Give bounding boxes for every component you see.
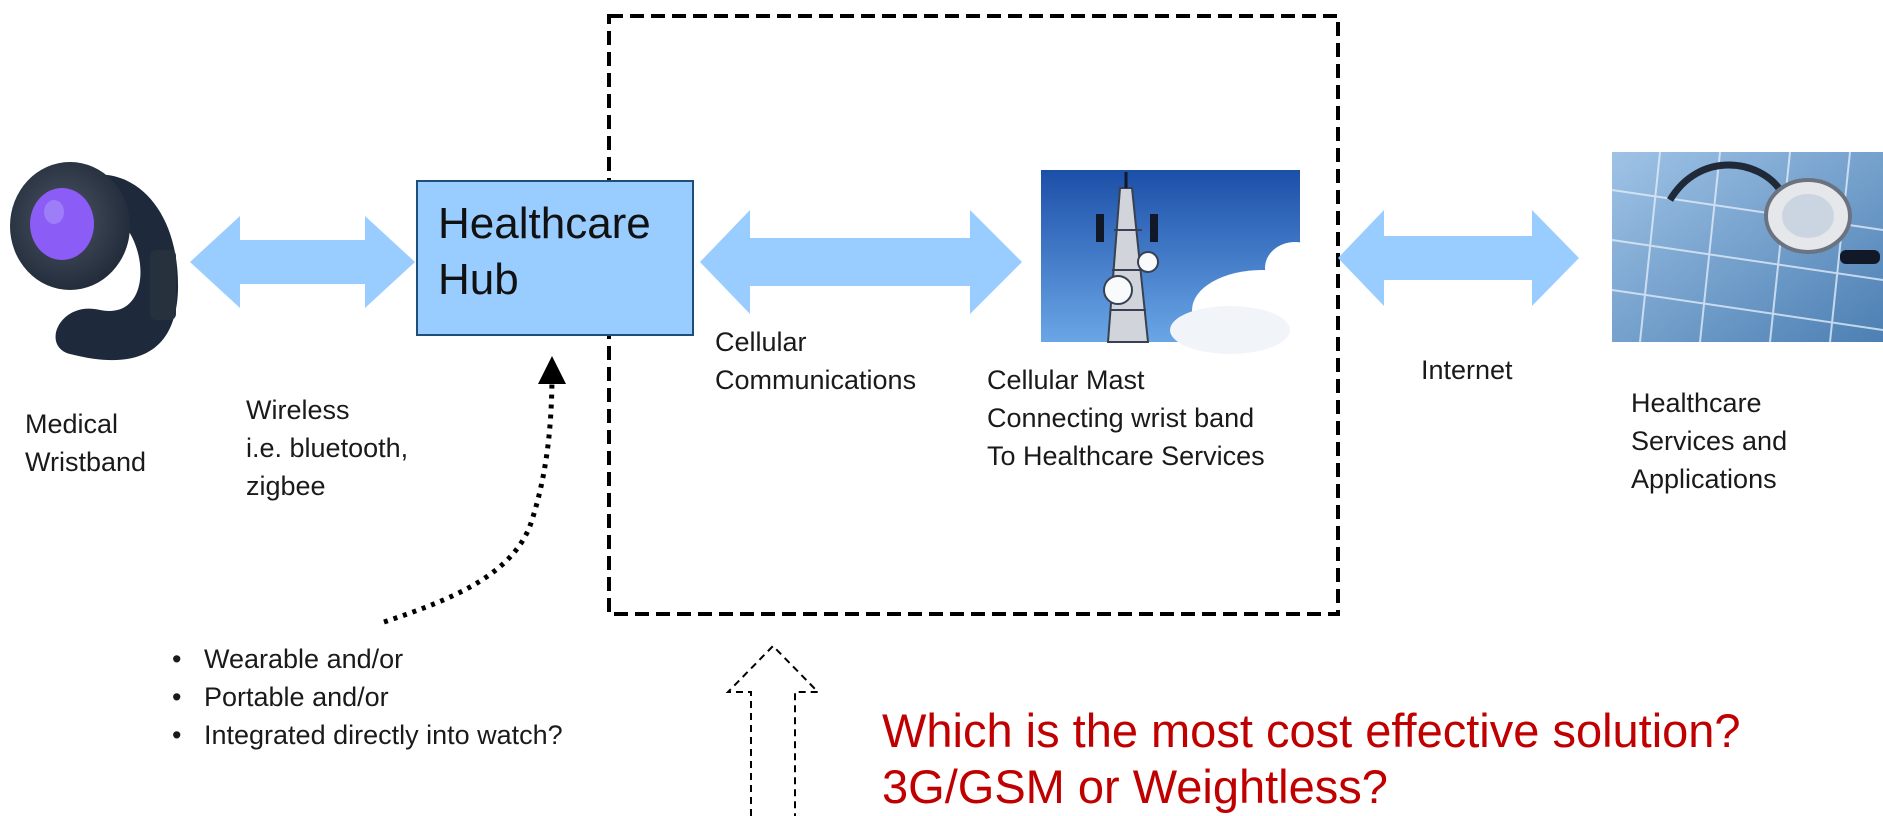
healthcare-hub-box: Healthcare Hub (416, 180, 694, 336)
list-item: • Portable and/or (166, 678, 563, 716)
list-item-text: Integrated directly into watch? (204, 720, 563, 750)
wireless-label: Wireless i.e. bluetooth, zigbee (246, 395, 409, 501)
wireless-double-arrow (190, 216, 415, 308)
cellular-mast-label: Cellular Mast Connecting wrist band To H… (987, 365, 1265, 471)
medical-wristband-photo (10, 162, 179, 361)
stethoscope-keyboard-photo (1611, 151, 1883, 343)
bullet-icon: • (172, 720, 182, 750)
hollow-up-arrow (725, 644, 821, 816)
healthcare-services-label: Healthcare Services and Applications (1631, 388, 1788, 494)
internet-double-arrow (1338, 210, 1579, 306)
cellular-communications-label: Cellular Communications (715, 327, 917, 395)
bullet-icon: • (172, 682, 182, 712)
cellular-double-arrow (700, 210, 1022, 314)
internet-label: Internet (1421, 355, 1513, 385)
list-item: • Wearable and/or (166, 640, 563, 678)
cellular-mast-photo (1041, 170, 1332, 354)
hub-form-factor-list: • Wearable and/or • Portable and/or • Integ… (166, 640, 563, 754)
list-item-text: Portable and/or (204, 682, 389, 712)
wristband-label: Medical Wristband (25, 409, 147, 477)
dotted-pointer-arrow (383, 371, 555, 625)
list-item-text: Wearable and/or (204, 644, 404, 674)
hub-title: Healthcare Hub (438, 199, 651, 304)
bullet-icon: • (172, 644, 182, 674)
list-item: • Integrated directly into watch? (166, 716, 563, 754)
cost-question: Which is the most cost effective solutio… (882, 704, 1741, 813)
dotted-arrowhead (538, 356, 566, 384)
